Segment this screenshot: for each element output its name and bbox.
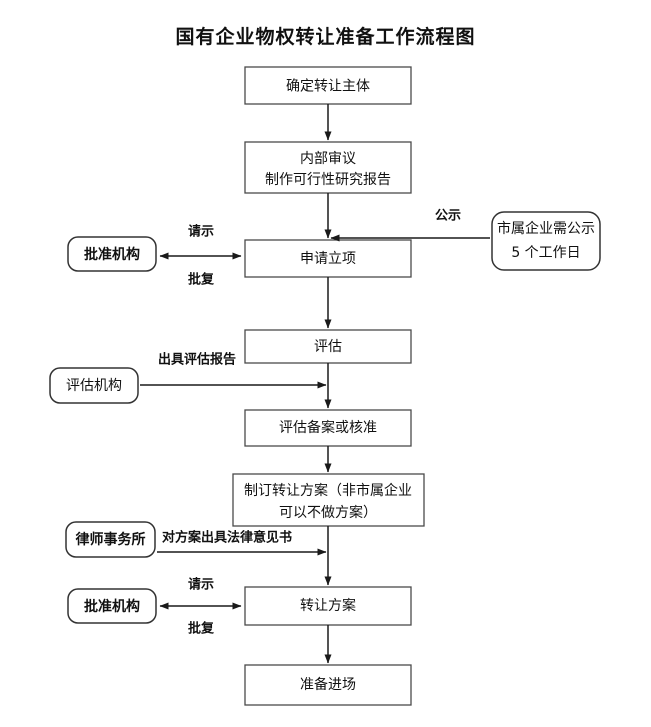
node-label-line2: 制作可行性研究报告 xyxy=(265,172,391,188)
node-approval-authority-upper[interactable]: 批准机构 xyxy=(67,236,157,272)
node-label: 转让方案 xyxy=(300,597,356,614)
node-valuation[interactable]: 评估 xyxy=(244,329,412,364)
edge-label-pifu-upper: 批复 xyxy=(188,272,215,288)
node-internal-review[interactable]: 内部审议 制作可行性研究报告 xyxy=(244,141,412,194)
node-label-line1: 市属企业需公示 xyxy=(497,220,595,237)
edge-label-qingshi-upper: 请示 xyxy=(188,224,214,240)
node-draft-transfer-plan[interactable]: 制订转让方案（非市属企业 可以不做方案） xyxy=(232,473,425,527)
node-municipal-disclosure[interactable]: 市属企业需公示 5 个工作日 xyxy=(491,211,601,271)
node-label: 批准机构 xyxy=(84,246,140,263)
edge-label-gongshi: 公示 xyxy=(435,209,461,224)
node-label: 评估机构 xyxy=(66,378,122,394)
node-approval-authority-lower[interactable]: 批准机构 xyxy=(67,588,157,624)
node-label: 律师事务所 xyxy=(76,531,146,548)
node-law-firm[interactable]: 律师事务所 xyxy=(65,521,156,558)
node-label-line1: 内部审议 xyxy=(300,151,356,167)
node-label: 评估备案或核准 xyxy=(279,419,377,436)
node-label: 评估 xyxy=(314,339,342,355)
node-application-filing[interactable]: 申请立项 xyxy=(244,239,412,278)
node-determine-transfer-entity[interactable]: 确定转让主体 xyxy=(244,66,412,105)
node-prepare-entry[interactable]: 准备进场 xyxy=(244,664,412,706)
node-valuation-agency[interactable]: 评估机构 xyxy=(49,367,139,404)
page-title: 国有企业物权转让准备工作流程图 xyxy=(175,26,476,48)
node-transfer-plan[interactable]: 转让方案 xyxy=(244,586,412,626)
node-label-line1: 制订转让方案（非市属企业 xyxy=(244,482,412,499)
node-valuation-record-approval[interactable]: 评估备案或核准 xyxy=(244,409,412,447)
edge-label-legal-opinion: 对方案出具法律意见书 xyxy=(162,530,292,546)
node-label: 申请立项 xyxy=(300,251,356,267)
edge-label-pifu-lower: 批复 xyxy=(188,621,215,637)
node-label: 确定转让主体 xyxy=(286,79,370,95)
node-label-line2: 可以不做方案） xyxy=(279,504,377,521)
edge-label-valuation-report: 出具评估报告 xyxy=(158,352,236,368)
node-label: 准备进场 xyxy=(300,676,356,693)
node-label-line2: 5 个工作日 xyxy=(511,245,580,261)
node-label: 批准机构 xyxy=(84,598,140,615)
edge-label-qingshi-lower: 请示 xyxy=(188,577,214,593)
